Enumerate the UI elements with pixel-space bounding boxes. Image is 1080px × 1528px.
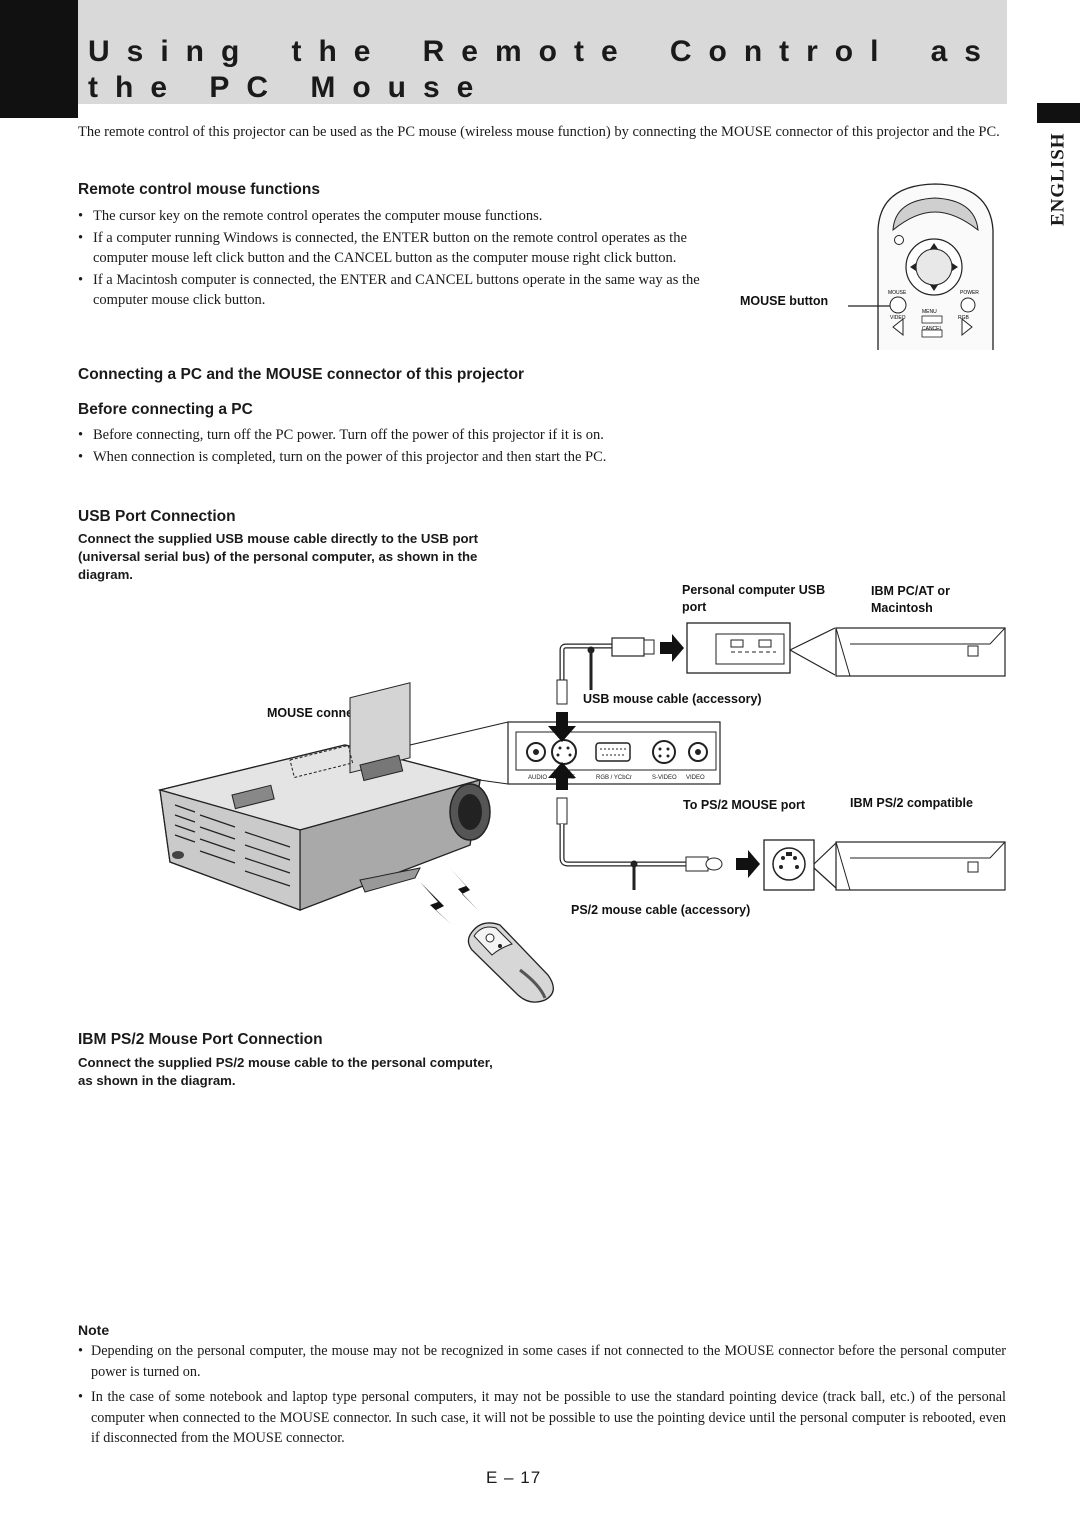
mouse-button-label: MOUSE button [740,294,829,308]
page-number: E – 17 [486,1468,542,1487]
section-heading-ps2: IBM PS/2 Mouse Port Connection [78,1031,323,1048]
note-list: Depending on the personal computer, the … [78,1341,1006,1454]
to-ps2-label: To PS/2 MOUSE port [683,798,805,812]
pc-usb-port-label: Personal computer USB port [682,583,826,614]
list-item: Before connecting, turn off the PC power… [78,425,1008,446]
remote-video-label: VIDEO [890,315,906,321]
remote-cancel-label: CANCEL [922,326,943,332]
remote-mouse-label: MOUSE [888,290,907,296]
svg-text:AUDIO MOUSE RGB /: AUDIO MOUSE RGB / YCbCr S-VIDEO VIDEO [528,775,705,781]
panel-mouse-label: MOUSE [553,775,575,781]
list-item: If a computer running Windows is connect… [78,228,730,269]
panel-rgb-label: RGB / YCbCr [596,775,632,781]
intro-paragraph: The remote control of this projector can… [78,124,1000,140]
title-banner [0,0,1007,104]
list-item: If a Macintosh computer is connected, th… [78,270,730,311]
remote-rgb-label: RGB [958,315,970,321]
remote-power-label: POWER [960,290,979,296]
list-item: In the case of some notebook and laptop … [78,1387,1006,1449]
before-connecting-list: Before connecting, turn off the PC power… [78,425,1008,468]
signal-bolt-icon [420,868,478,925]
remote-control-illustration: MOUSE POWER MENU VIDEO RGB CANCEL [848,183,994,350]
list-item: The cursor key on the remote control ope… [78,206,730,227]
ibm-ps2-label: IBM PS/2 compatible [850,796,973,810]
ibm-pcat-label: IBM PC/AT or Macintosh [871,584,950,615]
panel-audio-label: AUDIO [528,775,547,781]
note-heading: Note [78,1322,110,1338]
panel-video-label: VIDEO [686,775,705,781]
connector-panel-illustration: AUDIO MOUSE RGB / YCbCr S-VIDEO VIDEO [294,712,721,790]
usb-instructions: Connect the supplied USB mouse cable dir… [78,531,479,582]
mouse-functions-list: The cursor key on the remote control ope… [78,206,730,312]
list-item: Depending on the personal computer, the … [78,1341,1006,1382]
language-tab: ENGLISH [1047,132,1069,226]
remote-menu-label: MENU [922,309,937,315]
list-item: When connection is completed, turn on th… [78,447,1008,468]
page-title: Using the Remote Control as the PC Mouse [88,35,998,104]
section-heading-usb: USB Port Connection [78,508,236,525]
subheading-before-connecting: Before connecting a PC [78,401,253,418]
section-heading-connecting: Connecting a PC and the MOUSE connector … [78,366,525,383]
usb-cable-label: USB mouse cable (accessory) [583,692,762,706]
ps2-instructions: Connect the supplied PS/2 mouse cable to… [78,1055,493,1088]
title-marker [0,0,78,118]
ps2-port-illustration [763,839,1006,891]
panel-svideo-label: S-VIDEO [652,775,677,781]
pc-usb-port-illustration [686,622,836,676]
mouse-connector-label: MOUSE connector [267,706,377,720]
section-heading-mouse-functions: Remote control mouse functions [78,181,320,198]
ps2-cable-label: PS/2 mouse cable (accessory) [571,903,751,917]
pc-case-illustration [835,627,1006,677]
language-tab-marker [1037,103,1080,123]
handheld-remote-illustration [467,922,554,1003]
